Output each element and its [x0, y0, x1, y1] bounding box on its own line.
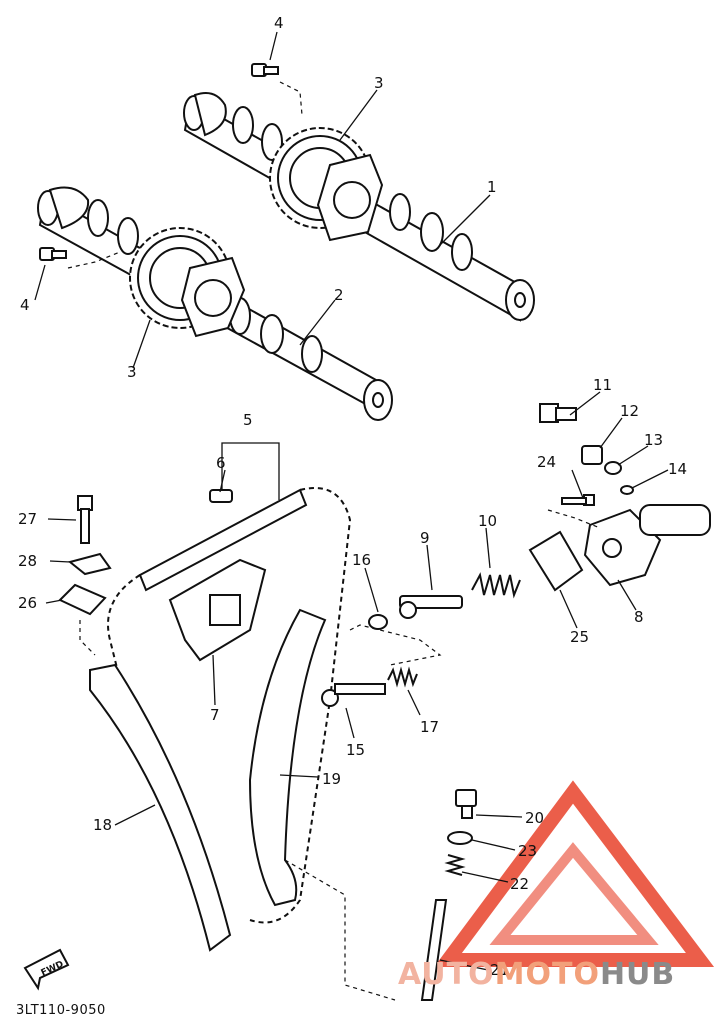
- chain-joint-link: [209, 489, 233, 503]
- callout-13: 13: [644, 431, 663, 449]
- assembly-lines: [67, 81, 601, 1001]
- callout-2: 2: [334, 286, 344, 304]
- guide-stopper-bolt: [77, 495, 93, 544]
- callout-27: 27: [18, 510, 37, 528]
- callout-24: 24: [537, 453, 556, 471]
- tensioner-body: [583, 504, 711, 587]
- callout-17: 17: [420, 718, 439, 736]
- camshaft-intake-flange: [180, 256, 246, 338]
- sprocket-bolt-upper: [251, 63, 279, 77]
- tensioner-gasket: [528, 530, 584, 592]
- sprocket-bolt-lower: [39, 247, 67, 261]
- lower-pushrod: [420, 899, 448, 1001]
- watermark-part-2: MOTO: [494, 957, 600, 992]
- lower-washer: [447, 831, 473, 845]
- callout-22: 22: [510, 875, 529, 893]
- tensioner-cap-nut: [581, 445, 603, 465]
- tensioner-mount-bolt: [561, 494, 595, 506]
- tensioner-bolt: [539, 403, 577, 423]
- watermark-triangle: [434, 780, 715, 967]
- callout-12: 12: [620, 402, 639, 420]
- tensioner-washer: [368, 614, 388, 630]
- callout-6: 6: [216, 454, 226, 472]
- callout-11: 11: [593, 376, 612, 394]
- guide-spring: [387, 666, 418, 688]
- camshaft-exhaust-flange: [316, 153, 384, 242]
- callout-19: 19: [322, 770, 341, 788]
- watermark-logo: AUTOMOTOHUB: [398, 957, 675, 992]
- callout-3b: 3: [127, 363, 137, 381]
- callout-14: 14: [668, 460, 687, 478]
- lower-flange-bolt: [455, 789, 477, 819]
- callout-8: 8: [634, 608, 644, 626]
- callout-7: 7: [210, 706, 220, 724]
- tensioner-rod: [399, 595, 463, 619]
- callout-numbers: 4 3 1 4 2 3 5 6 11 12 13 14 24 27 28 26 …: [18, 14, 687, 979]
- tensioner-spring: [471, 572, 521, 599]
- callout-25: 25: [570, 628, 589, 646]
- callout-21: 21: [490, 961, 509, 979]
- callout-3a: 3: [374, 74, 384, 92]
- callout-1: 1: [487, 178, 497, 196]
- callout-28: 28: [18, 552, 37, 570]
- callout-20: 20: [525, 809, 544, 827]
- guide-stopper-plate: [58, 583, 107, 616]
- callout-26: 26: [18, 594, 37, 612]
- callout-15: 15: [346, 741, 365, 759]
- callout-23: 23: [518, 842, 537, 860]
- guide-lock-washer: [67, 552, 112, 576]
- chain-guide-intake: [248, 608, 327, 907]
- callout-4a: 4: [274, 14, 284, 32]
- leader-lines: [34, 31, 669, 971]
- chain-guide-exhaust: [89, 663, 232, 952]
- cam-chain: [107, 487, 352, 924]
- guide-pivot-bolt: [321, 683, 386, 707]
- watermark-part-1: AUTO: [398, 957, 495, 992]
- callout-10: 10: [478, 512, 497, 530]
- callout-9: 9: [420, 529, 430, 547]
- tensioner-o-ring: [620, 485, 634, 495]
- callout-18: 18: [93, 816, 112, 834]
- tensioner-washer-small: [604, 461, 622, 475]
- drawing-code: 3LT110-9050: [16, 1003, 106, 1018]
- callout-5: 5: [243, 411, 253, 429]
- callout-4b: 4: [20, 296, 30, 314]
- callout-16: 16: [352, 551, 371, 569]
- lower-spring: [444, 854, 466, 876]
- forward-arrow-icon: FWD: [23, 948, 70, 991]
- chain-guide-top: [168, 558, 267, 662]
- watermark-part-3: HUB: [599, 957, 676, 992]
